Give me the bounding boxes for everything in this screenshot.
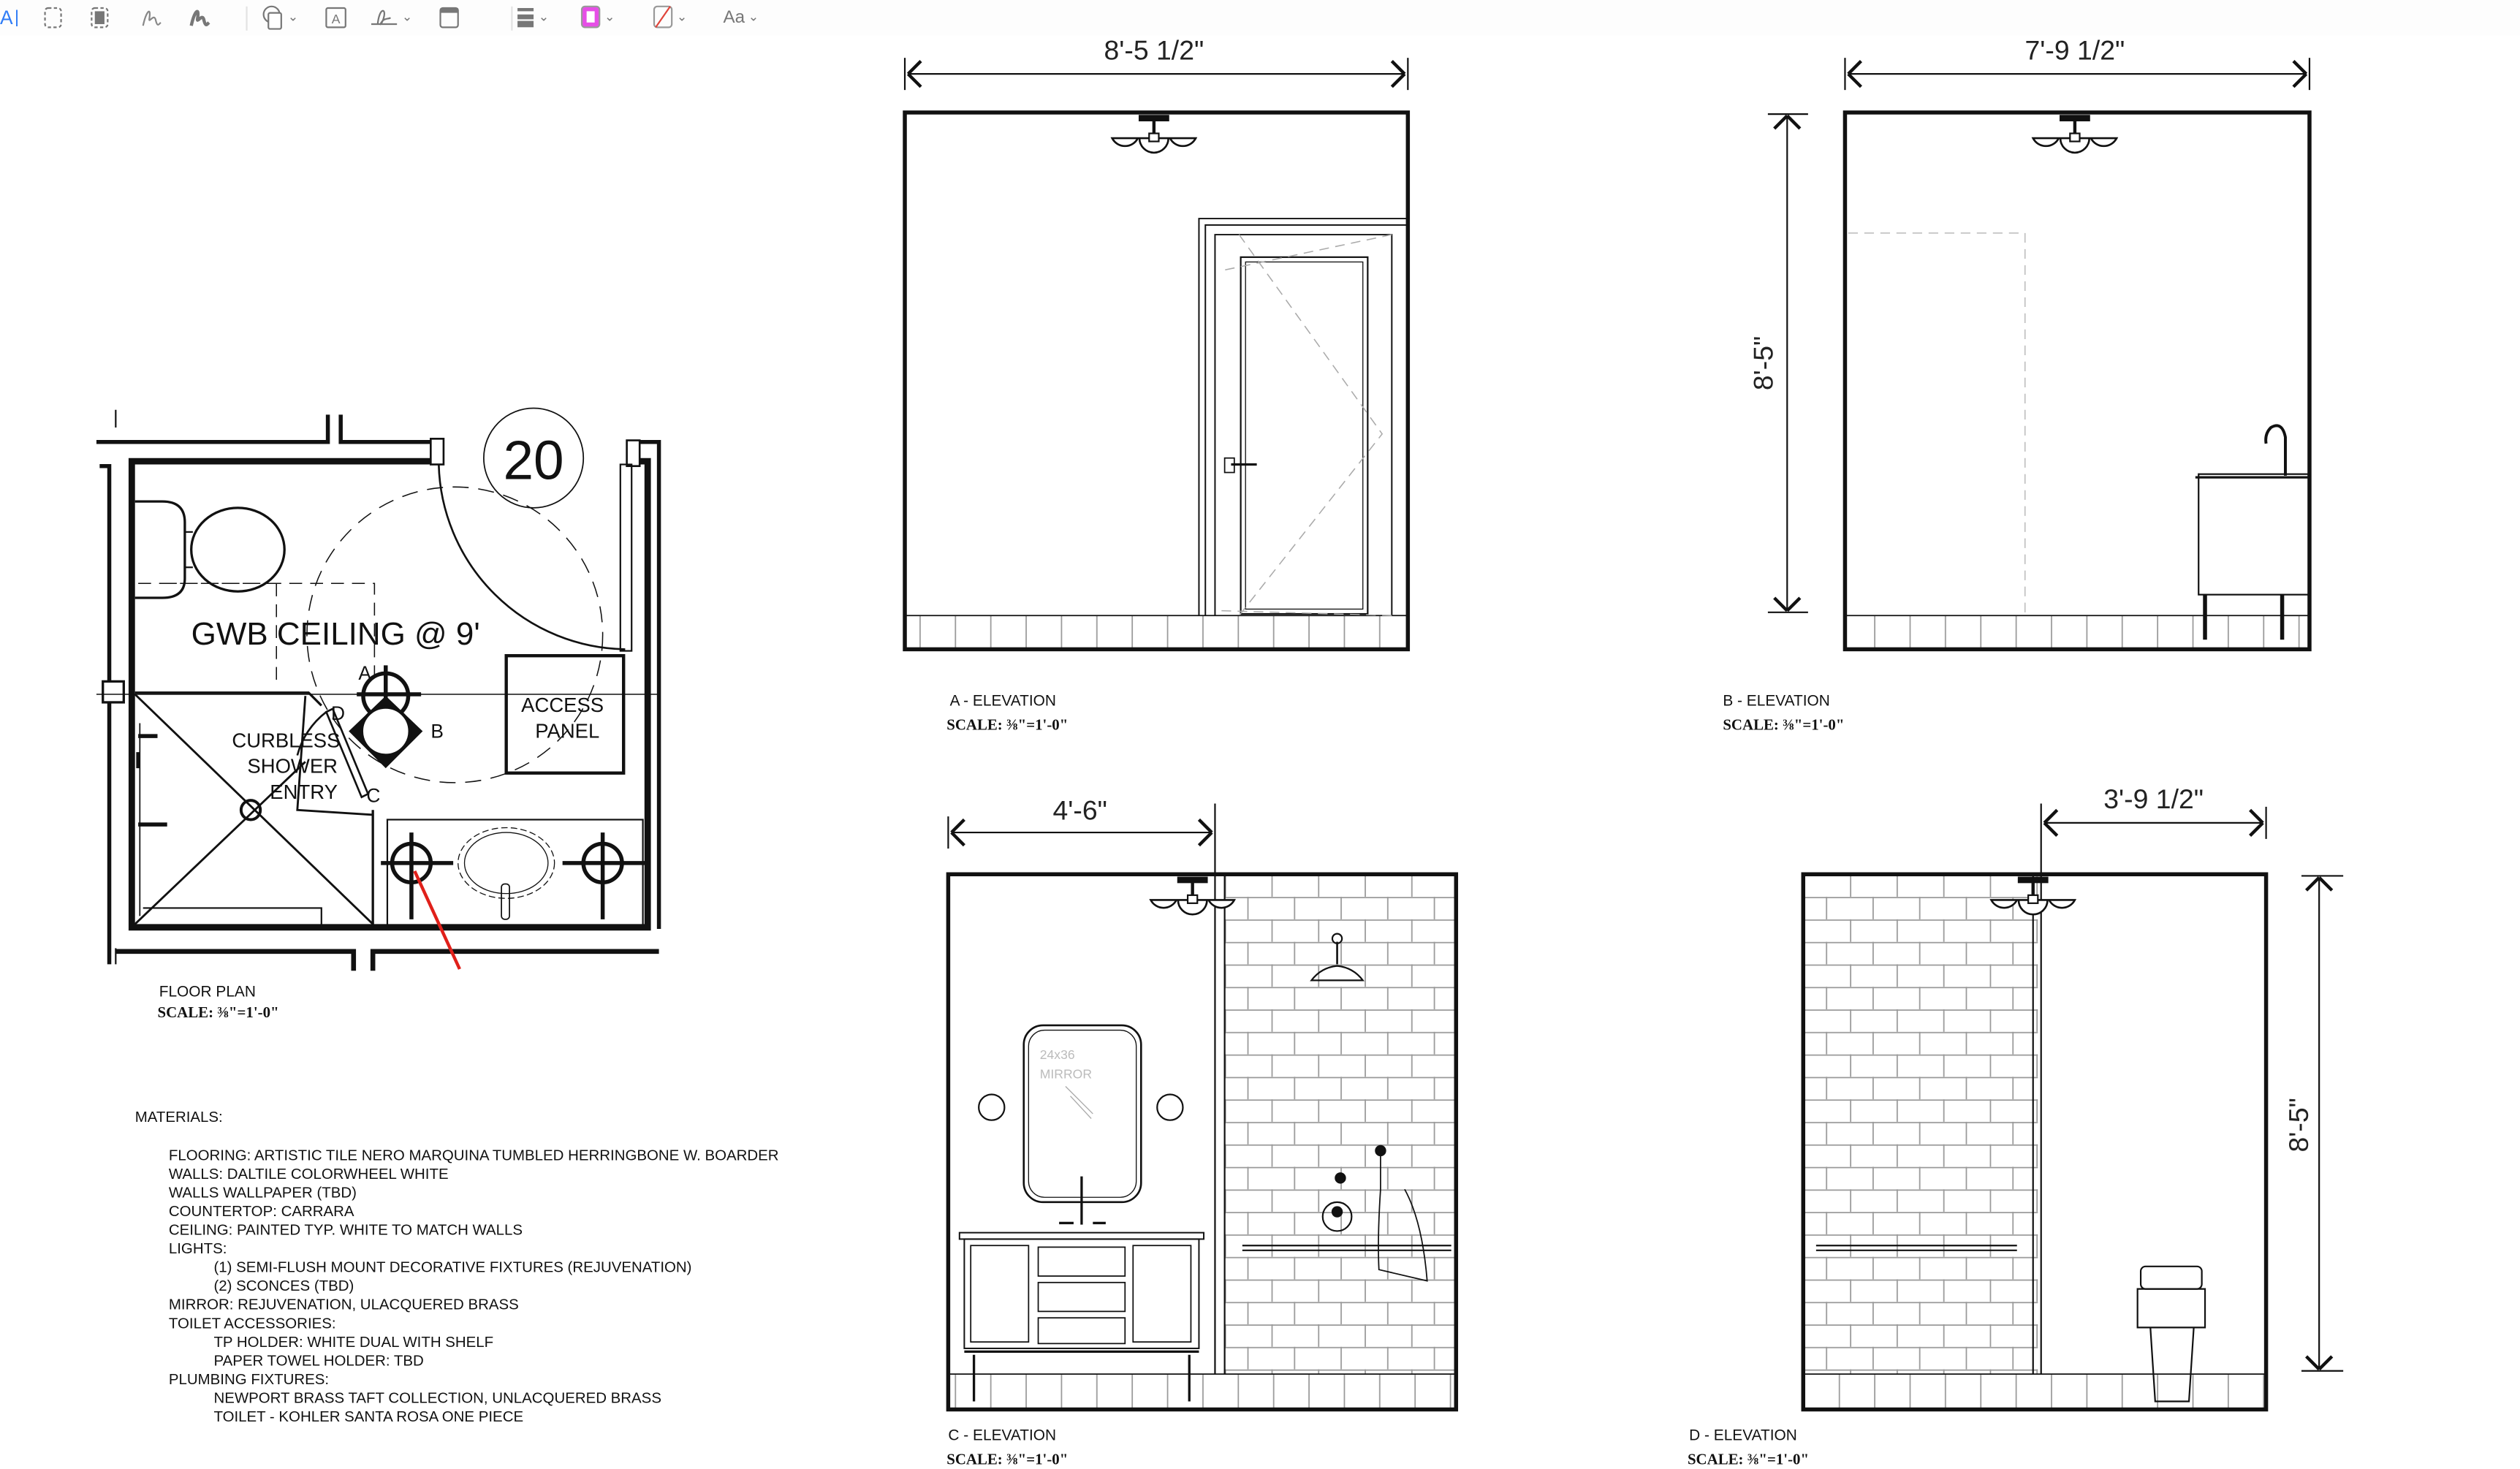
shower-note-1: CURBLESS	[232, 729, 340, 752]
elevation-b-scale: SCALE: ⅜"=1'-0"	[1723, 715, 1844, 733]
elevation-b-width-dim: 7'-9 1/2"	[2025, 34, 2125, 65]
materials-line: (2) SCONCES (TBD)	[213, 1278, 354, 1294]
shapes-tool[interactable]: ⌄	[262, 3, 298, 30]
elevation-a	[903, 58, 1411, 652]
smart-lasso-tool[interactable]	[90, 3, 109, 30]
chevron-down-icon: ⌄	[538, 10, 550, 24]
elevation-d-width-dim: 3'-9 1/2"	[2103, 783, 2204, 814]
elevation-b	[1767, 58, 2312, 652]
elevation-b-title: B - ELEVATION	[1723, 692, 1830, 709]
elevation-c-scale: SCALE: ⅜"=1'-0"	[946, 1450, 1068, 1468]
floor-plan	[96, 407, 661, 971]
fill-none-icon	[653, 5, 673, 29]
materials-line: LIGHTS:	[169, 1240, 227, 1257]
elevation-a-scale: SCALE: ⅜"=1'-0"	[946, 715, 1068, 733]
shower-note-2: SHOWER	[247, 755, 338, 778]
elevation-d-title: D - ELEVATION	[1689, 1427, 1797, 1443]
chevron-down-icon: ⌄	[748, 10, 759, 24]
text-style-icon: Aa	[723, 7, 745, 27]
toolbar-divider	[246, 6, 248, 31]
materials-list: FLOORING: ARTISTIC TILE NERO MARQUINA TU…	[169, 1147, 779, 1425]
shower-note-3: ENTRY	[270, 781, 338, 803]
border-color-icon	[580, 5, 601, 29]
elevation-c-width-dim: 4'-6"	[1053, 794, 1107, 825]
sketch-icon	[142, 10, 162, 26]
marker-b: B	[430, 720, 444, 742]
marker-c: C	[366, 784, 380, 806]
note-tool[interactable]	[439, 3, 460, 30]
elevation-d-scale: SCALE: ⅜"=1'-0"	[1688, 1450, 1809, 1468]
materials-line: PLUMBING FIXTURES:	[169, 1371, 329, 1388]
line-style-icon	[517, 7, 534, 28]
text-box-icon: A	[325, 6, 346, 28]
marker-a: A	[358, 662, 371, 684]
signature-icon	[371, 9, 398, 25]
chevron-down-icon: ⌄	[604, 10, 615, 24]
materials-line: PAPER TOWEL HOLDER: TBD	[213, 1352, 423, 1369]
dashed-rect-icon	[44, 6, 62, 28]
elevation-c-title: C - ELEVATION	[948, 1427, 1056, 1443]
materials-line: TP HOLDER: WHITE DUAL WITH SHELF	[213, 1334, 493, 1351]
lasso-rect-icon	[91, 6, 109, 28]
chevron-down-icon: ⌄	[287, 10, 299, 24]
fill-color-tool[interactable]: ⌄	[653, 3, 688, 30]
border-color-tool[interactable]: ⌄	[580, 3, 615, 30]
materials-line: NEWPORT BRASS TAFT COLLECTION, UNLACQUER…	[213, 1389, 661, 1406]
elevation-b-height-dim: 8'-5"	[1747, 336, 1778, 390]
ceiling-note: GWB CEILING @ 9'	[191, 616, 480, 652]
sketch-tool[interactable]	[140, 3, 162, 30]
markup-toolbar: A| ⌄ A ⌄ ⌄ ⌄ ⌄ Aa⌄	[0, 0, 2520, 36]
text-box-tool[interactable]: A	[325, 3, 347, 30]
chevron-down-icon: ⌄	[676, 10, 688, 24]
materials-line: MIRROR: REJUVENATION, ULACQUERED BRASS	[169, 1297, 519, 1313]
materials-line: CEILING: PAINTED TYP. WHITE TO MATCH WAL…	[169, 1222, 523, 1239]
access-panel-label-1: ACCESS	[521, 694, 604, 716]
elevation-d	[1801, 803, 2344, 1412]
materials-line: TOILET ACCESSORIES:	[169, 1315, 336, 1332]
draw-tool[interactable]	[188, 3, 210, 30]
floor-plan-scale: SCALE: ⅜"=1'-0"	[158, 1003, 279, 1021]
elevation-d-height-dim: 8'-5"	[2283, 1098, 2314, 1152]
mirror-label-2: MIRROR	[1040, 1067, 1092, 1082]
text-cursor-bar-icon: |	[14, 7, 20, 27]
access-panel-label-2: PANEL	[535, 719, 599, 742]
text-style-tool[interactable]: Aa⌄	[724, 3, 759, 30]
toolbar-divider	[511, 6, 513, 31]
elevation-c	[946, 803, 1459, 1412]
text-selection-tool[interactable]: A|	[0, 3, 19, 30]
shapes-icon	[262, 4, 282, 29]
note-icon	[439, 6, 459, 28]
chevron-down-icon: ⌄	[401, 10, 413, 24]
text-cursor-icon: A	[0, 5, 13, 29]
draw-icon	[189, 10, 210, 26]
materials-heading: MATERIALS:	[135, 1109, 223, 1126]
rectangular-selection-tool[interactable]	[43, 3, 62, 30]
materials-line: COUNTERTOP: CARRARA	[169, 1203, 354, 1220]
mirror-label-1: 24x36	[1040, 1047, 1075, 1062]
floor-plan-title: FLOOR PLAN	[159, 983, 256, 1000]
materials-line: (1) SEMI-FLUSH MOUNT DECORATIVE FIXTURES…	[213, 1259, 691, 1276]
room-number: 20	[503, 429, 563, 490]
marker-d: D	[331, 702, 345, 724]
svg-text:A: A	[332, 11, 341, 26]
materials-line: TOILET - KOHLER SANTA ROSA ONE PIECE	[213, 1408, 523, 1425]
materials-line: FLOORING: ARTISTIC TILE NERO MARQUINA TU…	[169, 1147, 779, 1164]
materials-line: WALLS: DALTILE COLORWHEEL WHITE	[169, 1166, 449, 1183]
materials-line: WALLS WALLPAPER (TBD)	[169, 1185, 357, 1202]
sign-tool[interactable]: ⌄	[370, 3, 413, 30]
line-style-tool[interactable]: ⌄	[516, 3, 550, 30]
elevation-a-width-dim: 8'-5 1/2"	[1104, 34, 1204, 65]
elevation-a-title: A - ELEVATION	[950, 692, 1056, 709]
